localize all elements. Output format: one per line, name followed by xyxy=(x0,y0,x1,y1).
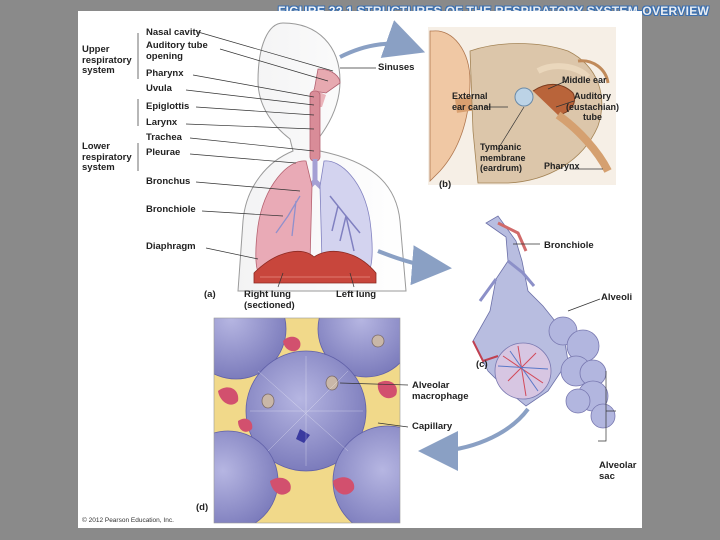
label-epiglottis: Epiglottis xyxy=(146,101,190,112)
label-pleurae: Pleurae xyxy=(146,147,181,158)
label-trachea: Trachea xyxy=(146,132,182,143)
torso-drawing xyxy=(237,22,407,292)
figure-illustration xyxy=(137,20,616,524)
label-auditory-tube-opening: Auditory tube opening xyxy=(146,40,208,62)
arrow-to-alveolar-tissue xyxy=(418,407,530,471)
label-external-ear-canal: External ear canal xyxy=(452,91,492,112)
label-capillary: Capillary xyxy=(412,421,453,432)
label-alveolar-macrophage: Alveolar macrophage xyxy=(412,380,469,402)
bronchiole-drawing xyxy=(472,215,616,429)
label-pharynx-b: Pharynx xyxy=(544,161,580,171)
arrow-to-ear xyxy=(339,20,426,59)
panel-c-tag: (c) xyxy=(476,359,488,370)
label-uvula: Uvula xyxy=(146,83,172,94)
panel-b-tag: (b) xyxy=(439,179,452,190)
label-diaphragm: Diaphragm xyxy=(146,241,196,252)
label-right-lung: Right lung (sectioned) xyxy=(244,289,295,311)
label-nasal-cavity: Nasal cavity xyxy=(146,27,201,38)
label-bronchiole-a: Bronchiole xyxy=(146,204,196,215)
arrow-to-bronchiole xyxy=(377,245,452,286)
copyright-notice: © 2012 Pearson Education, Inc. xyxy=(82,517,174,524)
label-auditory-eustachian-tube: Auditory (eustachian) tube xyxy=(566,91,620,122)
ear-drawing xyxy=(428,27,616,185)
label-sinuses: Sinuses xyxy=(378,62,415,73)
figure-panel: Upper respiratory system Lower respirato… xyxy=(78,11,642,528)
alveolar-tissue-drawing xyxy=(213,317,401,524)
leader-lines-d xyxy=(339,382,409,428)
label-left-lung: Left lung xyxy=(336,289,377,300)
leader-lines-b xyxy=(484,80,603,170)
label-alveolar-sac: Alveolar sac xyxy=(599,460,637,482)
label-larynx: Larynx xyxy=(146,117,178,128)
leader-lines-a xyxy=(137,31,376,288)
label-upper-respiratory-system: Upper respiratory system xyxy=(82,44,132,76)
label-alveoli: Alveoli xyxy=(601,292,633,303)
label-bronchiole-c: Bronchiole xyxy=(544,240,594,251)
panel-a-tag: (a) xyxy=(204,289,216,300)
label-tympanic-membrane: Tympanic membrane (eardrum) xyxy=(480,142,526,173)
leader-lines-c xyxy=(513,243,616,442)
label-lower-respiratory-system: Lower respiratory system xyxy=(82,141,132,173)
label-pharynx: Pharynx xyxy=(146,68,184,79)
panel-d-tag: (d) xyxy=(196,502,209,513)
label-bronchus: Bronchus xyxy=(146,176,191,187)
label-middle-ear: Middle ear xyxy=(562,75,607,85)
